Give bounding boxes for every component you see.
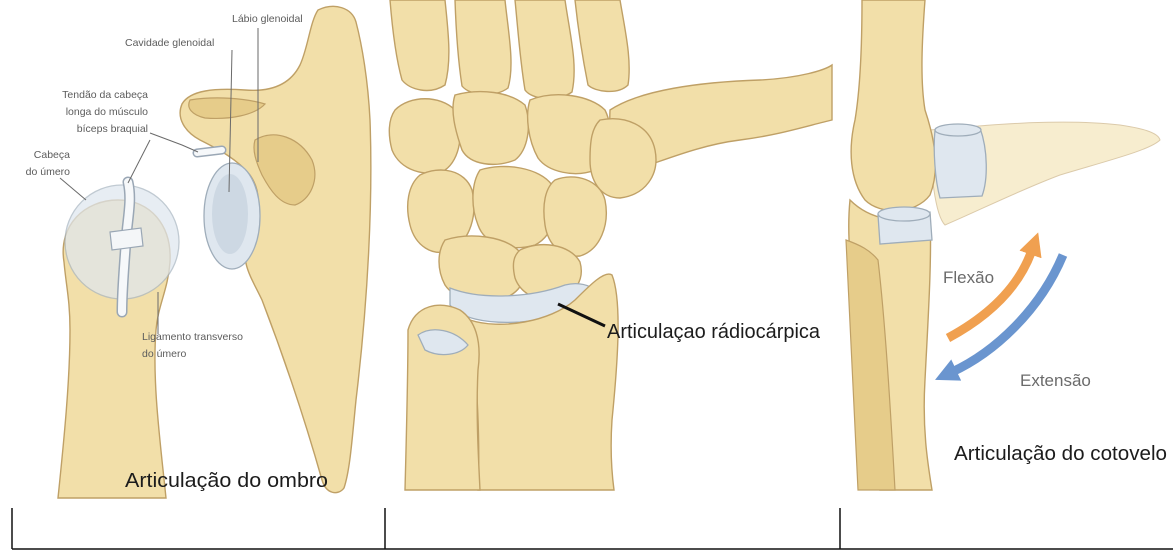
carpal-triquetrum	[544, 177, 606, 256]
leader-tendon-2	[128, 140, 150, 183]
label-head-line-1: Cabeça	[34, 149, 70, 161]
elbow-cartilage-lower-top	[878, 207, 930, 221]
scapula	[180, 6, 371, 492]
metacarpal-4	[575, 0, 629, 91]
glenoid-cavity-inner	[212, 174, 248, 254]
metacarpal-1	[390, 0, 449, 90]
flexion-label: Flexão	[943, 268, 994, 287]
label-tendon-line-1: Tendão da cabeça	[62, 89, 148, 101]
wrist-caption: Articulaçao rádiocárpica	[607, 321, 821, 343]
label-cavity: Cavidade glenoidal	[125, 37, 214, 49]
elbow-cartilage-upper	[934, 128, 986, 198]
elbow-caption: Articulação do cotovelo	[954, 443, 1167, 465]
carpal-trapezium	[389, 99, 460, 173]
label-ligament-line-1: Ligamento transverso	[142, 331, 243, 343]
leader-tendon	[150, 133, 198, 152]
leader-head	[60, 178, 86, 200]
metacarpal-2	[455, 0, 511, 95]
label-tendon-line-2: longa do músculo	[66, 106, 148, 118]
wrist-panel: Articulaçao rádiocárpica	[389, 0, 832, 490]
shoulder-caption: Articulação do ombro	[125, 470, 328, 492]
shoulder-panel: Lábio glenoidal Cavidade glenoidal Tendã…	[26, 6, 371, 498]
label-ligament-line-2: do úmero	[142, 348, 187, 360]
label-head-line-2: do úmero	[26, 166, 71, 178]
metacarpal-3	[515, 0, 574, 99]
bottom-table	[12, 508, 1173, 549]
elbow-cartilage-upper-top	[935, 124, 981, 136]
label-tendon-line-3: bíceps braquial	[77, 123, 148, 135]
humerus-elbow	[851, 0, 935, 211]
biceps-tendon-upper-fill	[197, 150, 222, 153]
extension-label: Extensão	[1020, 371, 1091, 390]
elbow-panel: Flexão Extensão Articulação do cotovelo	[846, 0, 1167, 490]
transverse-ligament	[110, 228, 143, 250]
carpal-trapezoid	[453, 92, 528, 165]
label-labrum: Lábio glenoidal	[232, 13, 303, 25]
